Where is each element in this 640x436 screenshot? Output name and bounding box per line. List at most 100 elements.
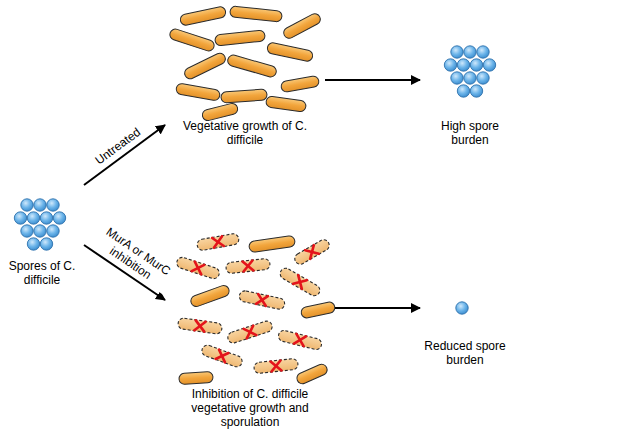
spore [47,225,59,237]
rod-body [179,371,214,384]
spore [21,225,33,237]
bacterium [201,102,239,121]
bacterium [168,28,215,53]
red-cross [305,245,319,259]
red-cross [293,275,307,289]
spore [34,225,46,237]
bacterium [175,83,220,101]
bacterium [266,42,313,62]
stage-group: Vegetative growth of C. difficile [165,2,325,152]
spore [470,59,482,71]
bacterium [221,89,268,103]
spore [477,46,489,58]
red-cross [192,262,205,275]
dead-bacterium [226,258,271,274]
stage-group: Reduced spore burden [420,295,510,372]
arrow-label: MurA or MurC inhibition [87,220,182,297]
rod-body [266,42,313,62]
red-cross [216,350,229,363]
bacterium [248,235,295,252]
red-cross [194,320,205,331]
rod-body [238,290,285,310]
dead-bacterium [254,358,299,374]
red-cross [212,236,224,248]
rod-body [293,238,331,267]
rod-body [200,344,243,369]
rod-body [230,6,283,22]
spore [53,212,65,224]
dead-bacterium [238,290,285,310]
dead-bacterium [293,238,331,267]
rod-body [295,362,329,385]
flow-arrow [84,125,165,185]
spore [444,59,456,71]
stage-caption: Spores of C. difficile [4,260,80,288]
dead-bacterium [226,320,273,345]
rod-body [177,317,222,334]
arrow-label: Untreated [92,124,146,169]
red-cross [271,361,282,372]
rod-body [196,233,239,251]
rod-body [265,96,306,112]
spore [456,302,468,314]
flow-arrow [325,79,420,81]
spore [470,85,482,97]
bacterium [295,362,329,385]
dead-bacterium [177,317,222,334]
red-cross [305,245,319,259]
spore [457,85,469,97]
spore-cluster [444,46,495,97]
stage-caption: Inhibition of C. difficile vegetative gr… [175,388,325,429]
red-cross [212,236,224,248]
red-cross [216,350,229,363]
dead-bacterium [277,329,322,350]
rod-body [189,284,230,308]
rod-body [226,320,273,345]
dead-bacterium [196,233,239,251]
bacterium [230,6,283,22]
rod-body [226,54,277,78]
spore [40,212,52,224]
rod-body [277,329,322,350]
spore [47,199,59,211]
bacterium [300,301,336,319]
red-cross [194,320,205,331]
rod-body [168,28,215,53]
red-cross [294,334,306,346]
stage-group: High spore burden [420,35,520,152]
bacterium [226,54,277,78]
bacterium [183,51,227,80]
rod-body [183,51,227,80]
red-cross [243,261,254,272]
spore [477,72,489,84]
red-cross [192,262,205,275]
stage-caption: Vegetative growth of C. difficile [179,120,311,148]
red-cross [256,294,268,306]
spore [464,46,476,58]
rod-body [280,75,319,92]
rod-body [248,235,295,252]
stage-group: Spores of C. difficile [0,178,84,292]
flow-arrow [335,307,420,309]
stage-group: Inhibition of C. difficile vegetative gr… [165,228,335,433]
rod-body [254,358,299,374]
rod-body [221,89,268,103]
red-cross [243,261,254,272]
spore [21,199,33,211]
spore [14,212,26,224]
bacterium [282,12,322,40]
spore [451,72,463,84]
stage-caption: Reduced spore burden [420,340,510,368]
rod-body [226,258,271,274]
rod-body [278,266,322,298]
dead-bacterium [200,344,243,369]
bacterium [215,30,266,46]
bacterium [179,371,214,384]
bacterium [179,6,226,26]
red-cross [256,294,268,306]
rod-body [201,102,239,121]
spore [27,212,39,224]
red-cross [293,275,307,289]
